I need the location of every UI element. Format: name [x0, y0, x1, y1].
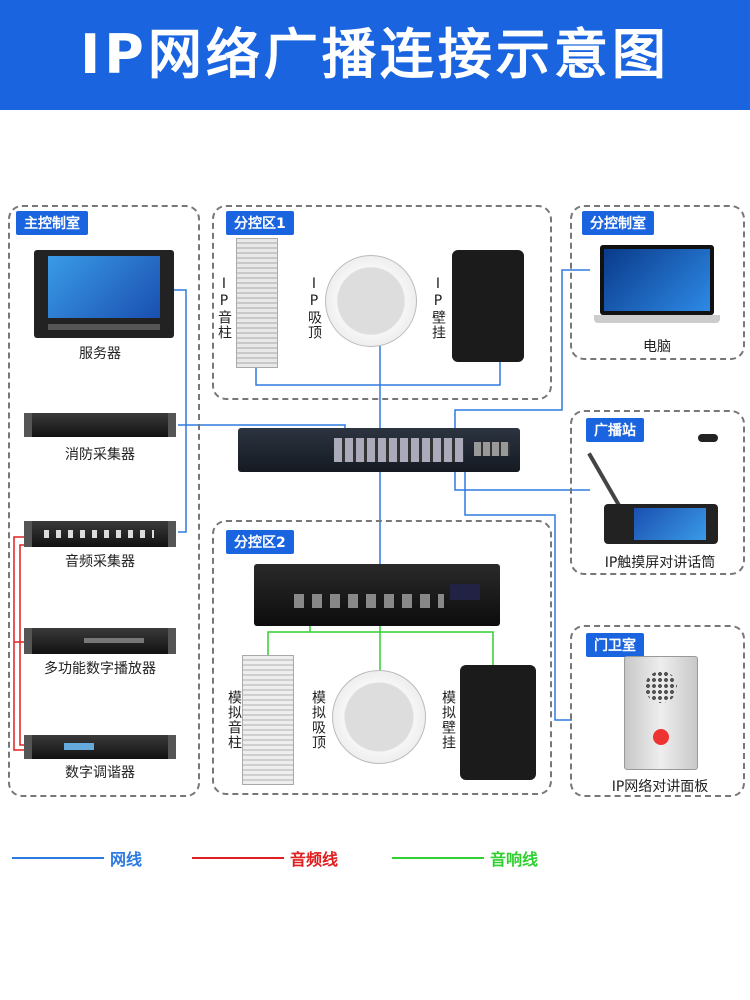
laptop-screen: [600, 245, 714, 315]
legend-speaker-line: [392, 857, 484, 859]
fire-collector-label: 消防采集器: [65, 447, 135, 463]
ip-ceiling-label: IP吸顶: [306, 276, 322, 340]
ip-column-speaker: [236, 238, 278, 368]
multi-player-label: 多功能数字播放器: [44, 661, 156, 677]
ip-wall-label: IP壁挂: [430, 276, 446, 340]
fire-collector-device: [24, 413, 176, 437]
analog-column-speaker: [242, 655, 294, 785]
sub-zone-2-tag: 分控区2: [226, 530, 294, 554]
ip-column-label: IP音柱: [216, 276, 232, 340]
switch-ports: [334, 438, 464, 462]
player-tray: [84, 638, 144, 643]
analog-ceiling-speaker: [332, 670, 426, 764]
legend-speaker-text: 音响线: [490, 850, 539, 869]
mic-head: [698, 434, 718, 442]
guard-room-tag: 门卫室: [586, 633, 644, 657]
ip-touch-mic-device: [587, 434, 722, 546]
audio-collector-knobs: [44, 530, 154, 538]
page-title: IP网络广播连接示意图: [80, 23, 670, 86]
audio-collector-label: 音频采集器: [65, 554, 135, 570]
legend-audio-line: [192, 857, 284, 859]
analog-column-label: 模拟音柱: [226, 690, 242, 750]
ip-ceiling-speaker: [325, 255, 417, 347]
amplifier-display: [450, 584, 480, 600]
digital-tuner-label: 数字调谐器: [65, 765, 135, 781]
ip-touch-mic-label: IP触摸屏对讲话筒: [604, 555, 716, 571]
legend-audio-text: 音频线: [290, 850, 339, 869]
sub-control-tag: 分控制室: [582, 211, 654, 235]
tuner-display: [64, 743, 94, 750]
digital-tuner-device: [24, 735, 176, 759]
intercom-grille: [645, 671, 677, 703]
multi-player-device: [24, 628, 176, 654]
sub-zone-2-panel: [212, 520, 552, 795]
legend-network-text: 网线: [110, 850, 143, 869]
ip-wall-speaker: [452, 250, 524, 362]
computer-label: 电脑: [643, 339, 671, 355]
broadcast-station-tag: 广播站: [586, 418, 644, 442]
sub-control-panel: [570, 205, 745, 360]
server-label: 服务器: [79, 346, 121, 362]
guard-room-panel: [570, 625, 745, 797]
network-switch: [238, 428, 520, 472]
amplifier-device: [254, 564, 500, 626]
switch-sfp-ports: [474, 442, 510, 456]
intercom-call-button: [653, 729, 669, 745]
mic-base: [604, 504, 718, 544]
computer-device: [594, 245, 720, 325]
server-controls: [48, 324, 160, 330]
main-control-panel: [8, 205, 200, 797]
analog-wall-speaker: [460, 665, 536, 780]
speaker-lines: [267, 625, 494, 672]
ip-intercom-panel-device: [624, 656, 698, 770]
sub-zone-1-tag: 分控区1: [226, 211, 294, 235]
analog-wall-label: 模拟壁挂: [440, 690, 456, 750]
audio-collector-device: [24, 521, 176, 547]
amplifier-knobs: [294, 594, 444, 608]
server-device: [34, 250, 174, 338]
laptop-base: [594, 315, 720, 323]
broadcast-station-panel: [570, 410, 745, 575]
analog-ceiling-label: 模拟吸顶: [310, 690, 326, 750]
server-screen: [48, 256, 160, 318]
network-lines: [172, 269, 590, 721]
legend-network-line: [12, 857, 104, 859]
sub-zone-1-panel: [212, 205, 552, 400]
title-banner: [0, 0, 750, 110]
main-control-tag: 主控制室: [16, 211, 88, 235]
ip-intercom-panel-label: IP网络对讲面板: [611, 779, 709, 795]
